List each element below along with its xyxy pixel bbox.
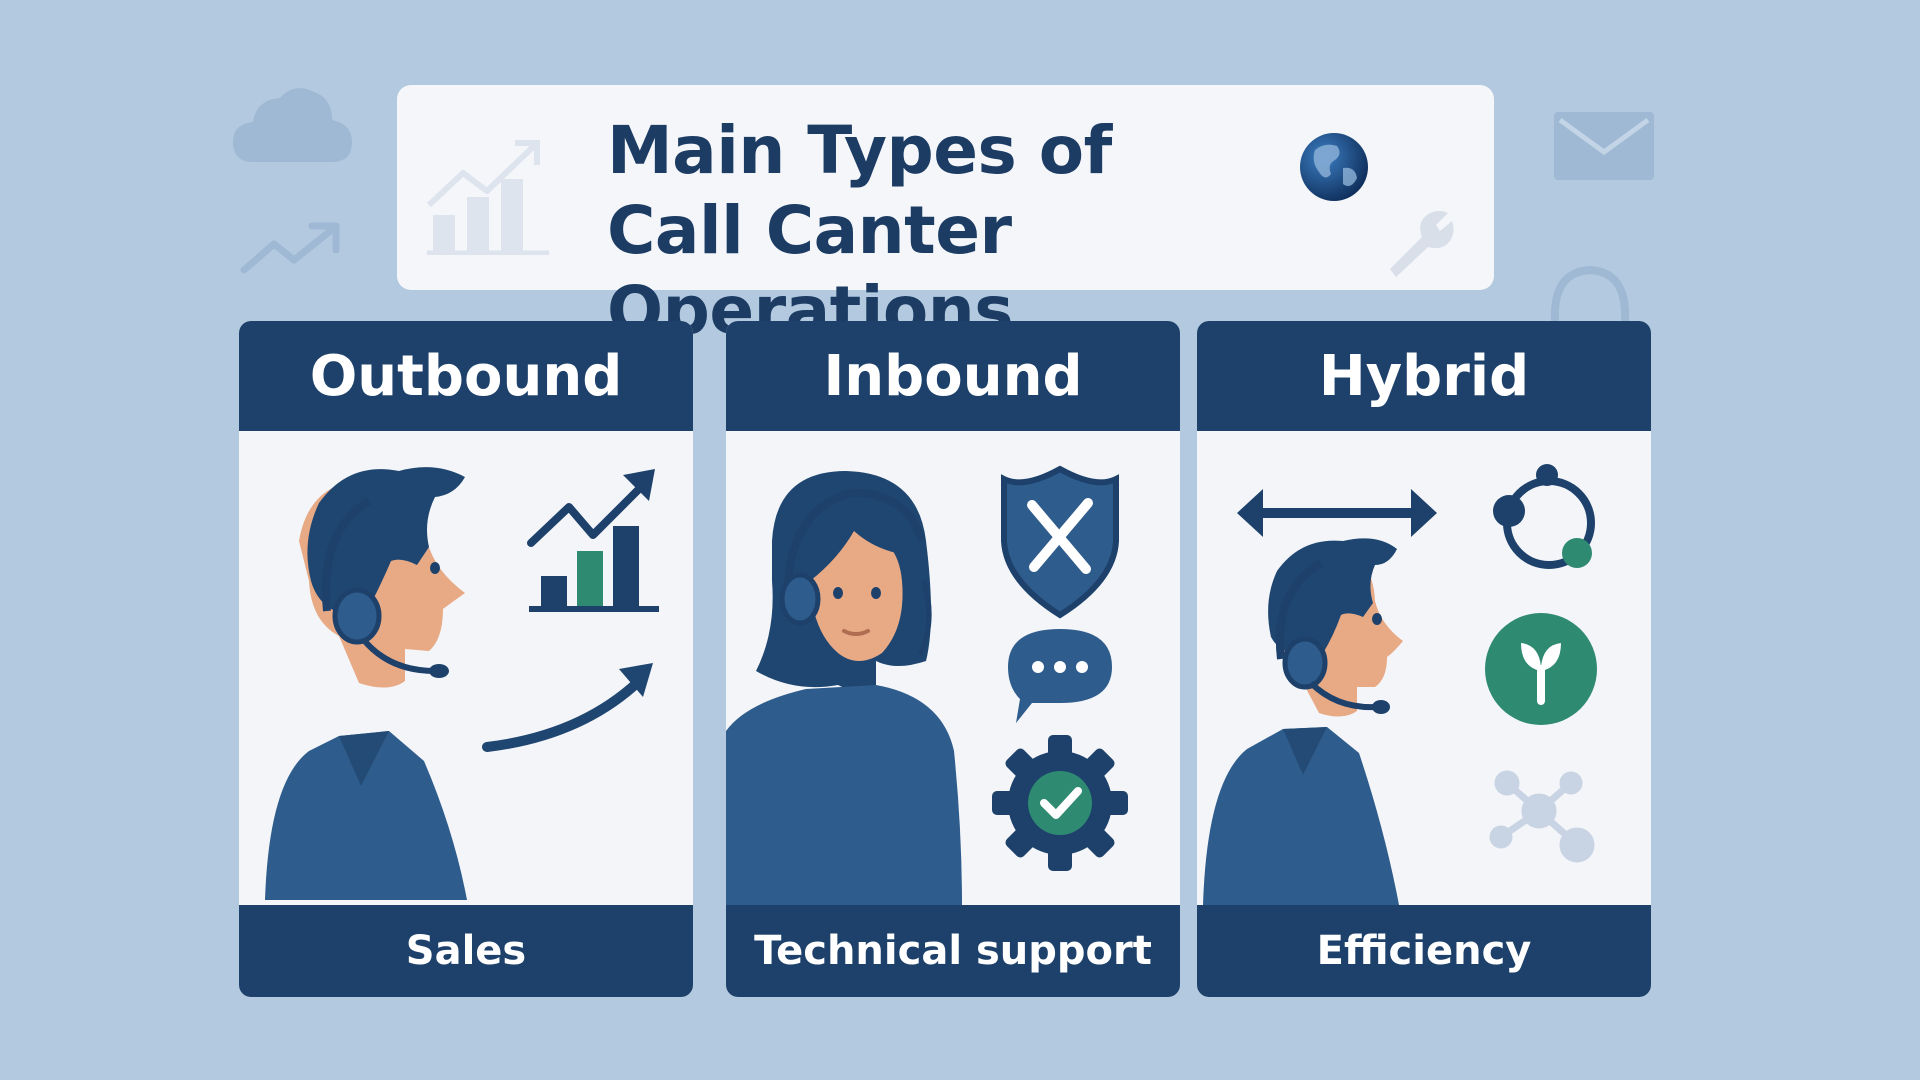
chat-bubble-icon <box>1008 629 1112 723</box>
panel-header-hybrid: Hybrid <box>1197 321 1651 431</box>
panel-inbound: Inbound <box>726 321 1180 997</box>
panel-hybrid: Hybrid <box>1197 321 1651 997</box>
shield-tools-icon <box>1001 465 1119 619</box>
headset-agent-icon <box>726 471 962 905</box>
sprout-icon <box>1485 613 1597 725</box>
panel-header-outbound: Outbound <box>239 321 693 431</box>
panel-header-inbound: Inbound <box>726 321 1180 431</box>
panel-outbound: Outbound Sales <box>239 321 693 997</box>
panel-footer-inbound: Technical support <box>726 905 1180 997</box>
cycle-icon <box>1493 464 1595 569</box>
wrench-icon <box>1390 211 1454 277</box>
hybrid-illustration <box>1203 464 1597 905</box>
inbound-illustration <box>726 465 1128 905</box>
outbound-illustration <box>265 467 659 900</box>
envelope-icon <box>1554 112 1654 180</box>
double-arrow-icon <box>1237 489 1437 537</box>
growth-chart-icon <box>426 140 549 255</box>
headset-agent-icon <box>265 467 467 900</box>
page-title: Main Types of Call Canter Operations <box>607 112 1112 349</box>
headset-agent-icon <box>1203 538 1403 905</box>
headset-outline-icon <box>1550 265 1630 322</box>
bar-chart-growth-icon <box>527 469 659 612</box>
network-icon <box>1489 770 1595 863</box>
cloud-icon <box>233 88 352 162</box>
panel-footer-outbound: Sales <box>239 905 693 997</box>
globe-icon <box>1300 133 1368 201</box>
panel-footer-hybrid: Efficiency <box>1197 905 1651 997</box>
title-card: Main Types of Call Canter Operations <box>397 85 1494 349</box>
gear-check-icon <box>992 735 1128 871</box>
curved-arrow-icon <box>482 663 653 752</box>
trend-arrow-icon <box>240 222 340 274</box>
